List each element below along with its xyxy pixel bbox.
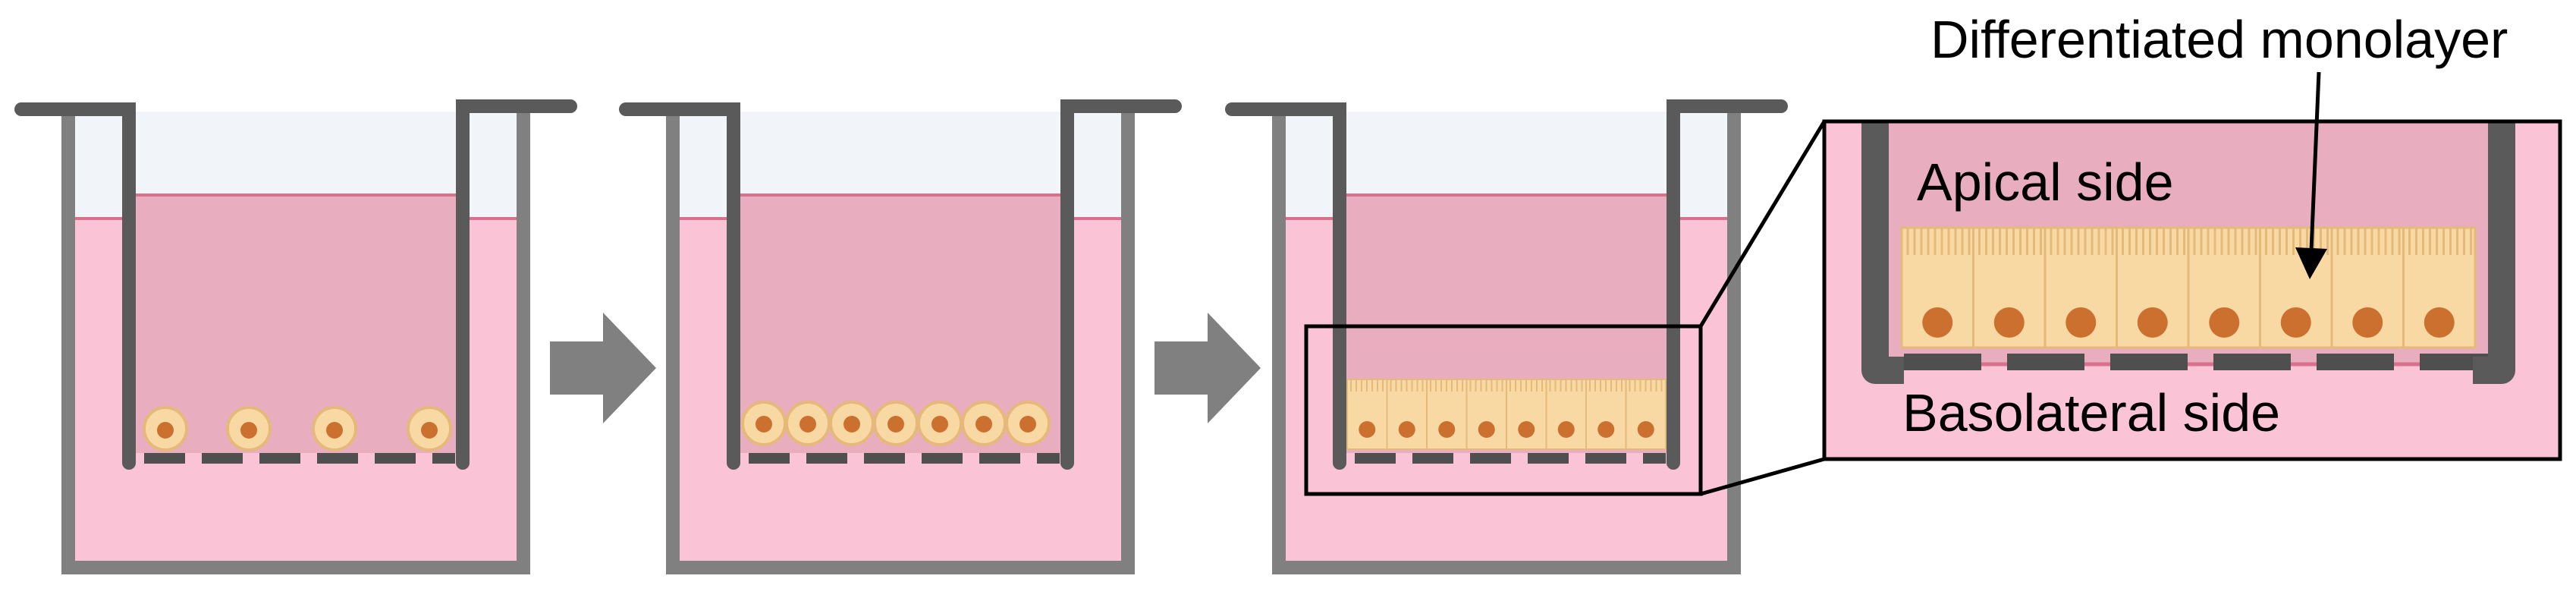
cell-nucleus [157, 422, 174, 439]
insert-air-gap [1340, 112, 1673, 195]
cell-nucleus [1438, 421, 1456, 438]
transwell-panel-3 [1225, 99, 1788, 574]
process-arrow-2 [1154, 313, 1261, 423]
insert-wall-right [1667, 99, 1788, 470]
pointer-arrow-shaft [2309, 71, 2321, 251]
callout-line-top [1698, 120, 1827, 328]
cell-nucleus [931, 416, 948, 433]
cell-nucleus [1019, 416, 1036, 433]
well-wall [61, 112, 530, 574]
zoom-cell-nucleus [2209, 307, 2240, 338]
zoom-cell-nucleus [2352, 307, 2383, 338]
cell-nucleus [1359, 421, 1376, 438]
well-wall [1272, 112, 1741, 574]
zoom-panel-border [1822, 119, 2562, 461]
cell-nucleus [326, 422, 343, 439]
cell-nucleus [1637, 421, 1654, 438]
insert-wall-right [456, 99, 577, 470]
apical-medium [129, 195, 463, 453]
cell-nucleus [843, 416, 860, 433]
insert-wall-left [14, 102, 136, 470]
zoom-cell-nucleus [2424, 307, 2455, 338]
transwell-panel-1 [14, 99, 577, 574]
callout-line-bottom [1700, 457, 1825, 496]
zoom-insert-wall-right [2473, 121, 2515, 384]
zoom-cell-nucleus [2280, 307, 2311, 338]
zoom-insert-wall-left [1861, 121, 1904, 384]
cell-nucleus [421, 422, 438, 439]
zoom-cell-nucleus [2137, 307, 2168, 338]
cell-nucleus [1518, 421, 1535, 438]
zoom-cell-nucleus [2066, 307, 2097, 338]
insert-wall-right [1060, 99, 1182, 470]
zoom-highlight-box [1304, 324, 1703, 496]
cell-nucleus [800, 416, 816, 433]
label-apical-side: Apical side [1917, 153, 2174, 212]
zoom-cell-nucleus [1993, 307, 2025, 338]
cell-nucleus [240, 422, 257, 439]
cell-nucleus [887, 416, 904, 433]
insert-wall-left [619, 102, 740, 470]
pointer-arrow-head [2295, 247, 2327, 279]
insert-air-gap [734, 112, 1067, 195]
insert-wall-left [1225, 102, 1346, 470]
label-basolateral-side: Basolateral side [1902, 383, 2281, 442]
well-wall [666, 112, 1135, 574]
cell-nucleus [1398, 421, 1415, 438]
cell-nucleus [975, 416, 992, 433]
cell-nucleus [1557, 421, 1575, 438]
insert-air-gap [129, 112, 463, 195]
zoom-cell-nucleus [1922, 307, 1953, 338]
label-differentiated-monolayer: Differentiated monolayer [1930, 10, 2508, 69]
cell-nucleus [1478, 421, 1495, 438]
cell-nucleus [756, 416, 772, 433]
cell-nucleus [1597, 421, 1615, 438]
transwell-panel-2 [619, 99, 1182, 574]
process-arrow-1 [550, 313, 656, 423]
